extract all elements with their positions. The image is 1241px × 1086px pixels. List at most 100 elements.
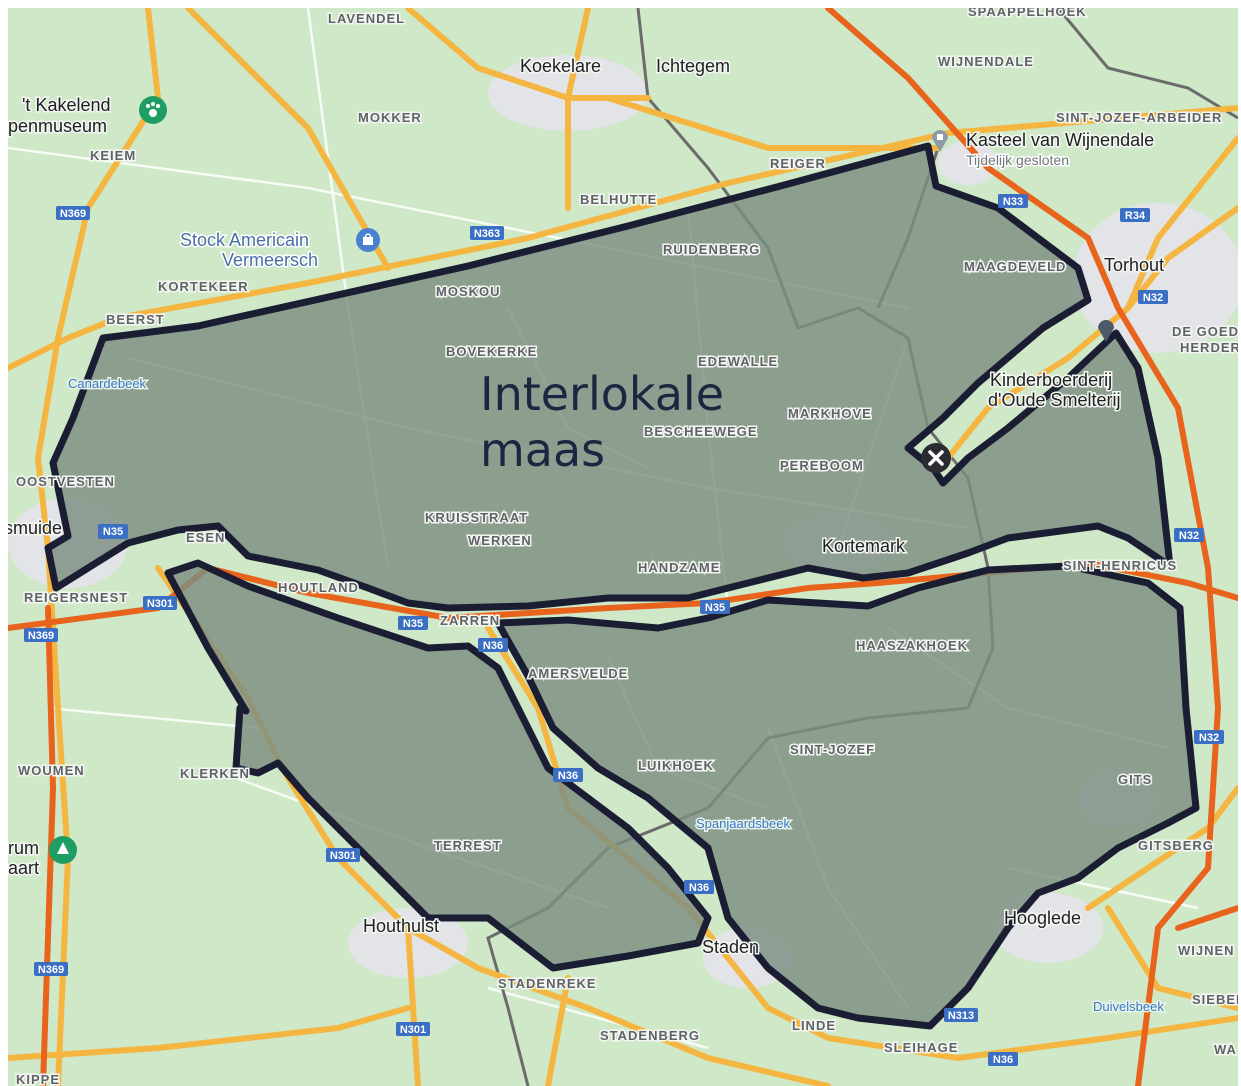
place-label: PEREBOOM xyxy=(780,458,864,473)
svg-text:N369: N369 xyxy=(38,964,64,976)
place-label: SIEBER xyxy=(1192,992,1238,1007)
svg-text:N35: N35 xyxy=(103,526,123,538)
place-label: KRUISSTRAAT xyxy=(425,510,528,525)
svg-text:N363: N363 xyxy=(474,228,500,240)
map-canvas[interactable]: Canardebeek Spanjaardsbeek Duivelsbeek L… xyxy=(8,8,1238,1086)
svg-text:N35: N35 xyxy=(705,602,725,614)
shopping-bag-icon[interactable] xyxy=(356,228,380,252)
poi-icons[interactable] xyxy=(49,96,1114,864)
poi-status-label: Tijdelijk gesloten xyxy=(966,152,1069,168)
svg-text:N369: N369 xyxy=(60,208,86,220)
poi-label: Stock Americain xyxy=(180,230,309,250)
route-shield: N369 xyxy=(34,962,68,976)
route-shield: N36 xyxy=(553,768,583,782)
place-label: HERDER xyxy=(1180,340,1238,355)
zone-west[interactable] xyxy=(164,559,712,972)
town-label: Kortemark xyxy=(822,536,906,556)
place-label: WA xyxy=(1214,1042,1237,1057)
paw-icon[interactable] xyxy=(139,96,167,124)
place-label: SPAAPPELHOEK xyxy=(968,8,1087,19)
place-label: BEERST xyxy=(106,312,165,327)
route-shield: N369 xyxy=(24,628,58,642)
svg-text:N36: N36 xyxy=(558,770,578,782)
place-label: HANDZAME xyxy=(638,560,720,575)
route-shield: N363 xyxy=(470,226,504,240)
place-label: WOUMEN xyxy=(18,763,85,778)
road-shields: N369 N363 N35 N301 N369 N35 N36 N35 N36 … xyxy=(24,194,1224,1066)
town-label: Houthulst xyxy=(363,916,439,936)
place-label: GITSBERG xyxy=(1138,838,1214,853)
place-label: DE GOEDE xyxy=(1172,324,1238,339)
route-shield: N32 xyxy=(1194,730,1224,744)
landmark-pin-icon[interactable] xyxy=(1098,320,1114,342)
place-labels: LAVENDEL Koekelare Ichtegem SPAAPPELHOEK… xyxy=(8,8,1238,1086)
place-label: RUIDENBERG xyxy=(663,242,760,257)
route-shield: N36 xyxy=(988,1052,1018,1066)
place-label: WIJNEN xyxy=(1178,943,1235,958)
route-shield: N313 xyxy=(944,1008,978,1022)
route-shield: N369 xyxy=(56,206,90,220)
place-label: MARKHOVE xyxy=(788,406,872,421)
svg-text:N33: N33 xyxy=(1003,196,1023,208)
place-label: KIPPE xyxy=(16,1072,60,1086)
town-label: Staden xyxy=(702,937,759,957)
place-label: REIGER xyxy=(770,156,826,171)
route-shield: N32 xyxy=(1174,528,1204,542)
town-label: Diksmuide xyxy=(8,518,62,538)
place-label: REIGERSNEST xyxy=(24,590,128,605)
svg-text:N301: N301 xyxy=(330,850,356,862)
svg-text:N32: N32 xyxy=(1199,732,1219,744)
route-shield: N35 xyxy=(398,616,428,630)
poi-label: Vermeersch xyxy=(222,250,318,270)
route-shield: N35 xyxy=(700,600,730,614)
svg-text:N313: N313 xyxy=(948,1010,974,1022)
svg-text:N36: N36 xyxy=(483,640,503,652)
place-label: OOSTVESTEN xyxy=(16,474,115,489)
place-label: LUIKHOEK xyxy=(638,758,714,773)
landmark-pin-icon[interactable] xyxy=(932,130,948,152)
zone-polygons[interactable] xyxy=(44,142,1200,1030)
place-label: KEIEM xyxy=(90,148,136,163)
route-shield: R34 xyxy=(1120,208,1150,222)
close-icon[interactable] xyxy=(921,443,951,473)
route-shield: N33 xyxy=(998,194,1028,208)
place-label: KLERKEN xyxy=(180,766,250,781)
place-label: STADENREKE xyxy=(498,976,597,991)
place-label: LAVENDEL xyxy=(328,11,405,26)
place-label: STADENBERG xyxy=(600,1028,700,1043)
route-shield: N301 xyxy=(143,596,177,610)
poi-label: penmuseum xyxy=(8,116,107,136)
waterway-label: Duivelsbeek xyxy=(1093,999,1164,1014)
place-label: BOVEKERKE xyxy=(446,344,537,359)
svg-text:N32: N32 xyxy=(1143,292,1163,304)
poi-label: rum xyxy=(8,838,39,858)
water-labels: Canardebeek Spanjaardsbeek Duivelsbeek xyxy=(67,375,1166,1016)
zone-title-line: Interlokale xyxy=(480,367,724,421)
place-label: SINT-HENRICUS xyxy=(1063,558,1177,573)
poi-label: Kinderboerderij xyxy=(990,370,1112,390)
svg-text:N301: N301 xyxy=(400,1024,426,1036)
route-shield: N32 xyxy=(1138,290,1168,304)
place-label: HOUTLAND xyxy=(278,580,359,595)
poi-label: Kasteel van Wijnendale xyxy=(966,130,1154,150)
poi-labels: 't Kakelend penmuseum Stock Americain Ve… xyxy=(8,94,1156,880)
zone-north[interactable] xyxy=(44,142,1174,612)
tree-icon[interactable] xyxy=(49,836,77,864)
place-label: WIJNENDALE xyxy=(938,54,1034,69)
svg-text:N369: N369 xyxy=(28,630,54,642)
poi-label: 't Kakelend xyxy=(22,95,111,115)
poi-label: d'Oude Smelterij xyxy=(988,390,1121,410)
place-label: BESCHEEWEGE xyxy=(644,424,758,439)
place-label: HAASZAKHOEK xyxy=(856,638,968,653)
place-label: KORTEKEER xyxy=(158,279,249,294)
place-label: TERREST xyxy=(434,838,502,853)
town-label: Koekelare xyxy=(520,56,601,76)
place-label: ESEN xyxy=(186,530,225,545)
waterway-label: Spanjaardsbeek xyxy=(696,816,790,831)
svg-text:N35: N35 xyxy=(403,618,423,630)
zone-east[interactable] xyxy=(494,562,1200,1030)
place-label: WERKEN xyxy=(468,533,532,548)
map-view[interactable]: Canardebeek Spanjaardsbeek Duivelsbeek L… xyxy=(8,8,1238,1086)
svg-text:N32: N32 xyxy=(1179,530,1199,542)
route-shield: N36 xyxy=(478,638,508,652)
